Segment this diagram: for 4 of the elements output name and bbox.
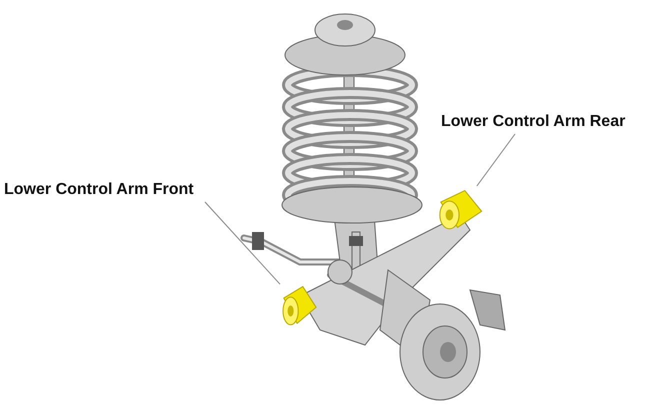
callout-label: Lower Control Arm Rear <box>441 112 661 134</box>
callout-label: Lower Control Arm Front <box>4 180 230 202</box>
leader-line <box>476 134 516 186</box>
leader-line <box>204 202 280 285</box>
